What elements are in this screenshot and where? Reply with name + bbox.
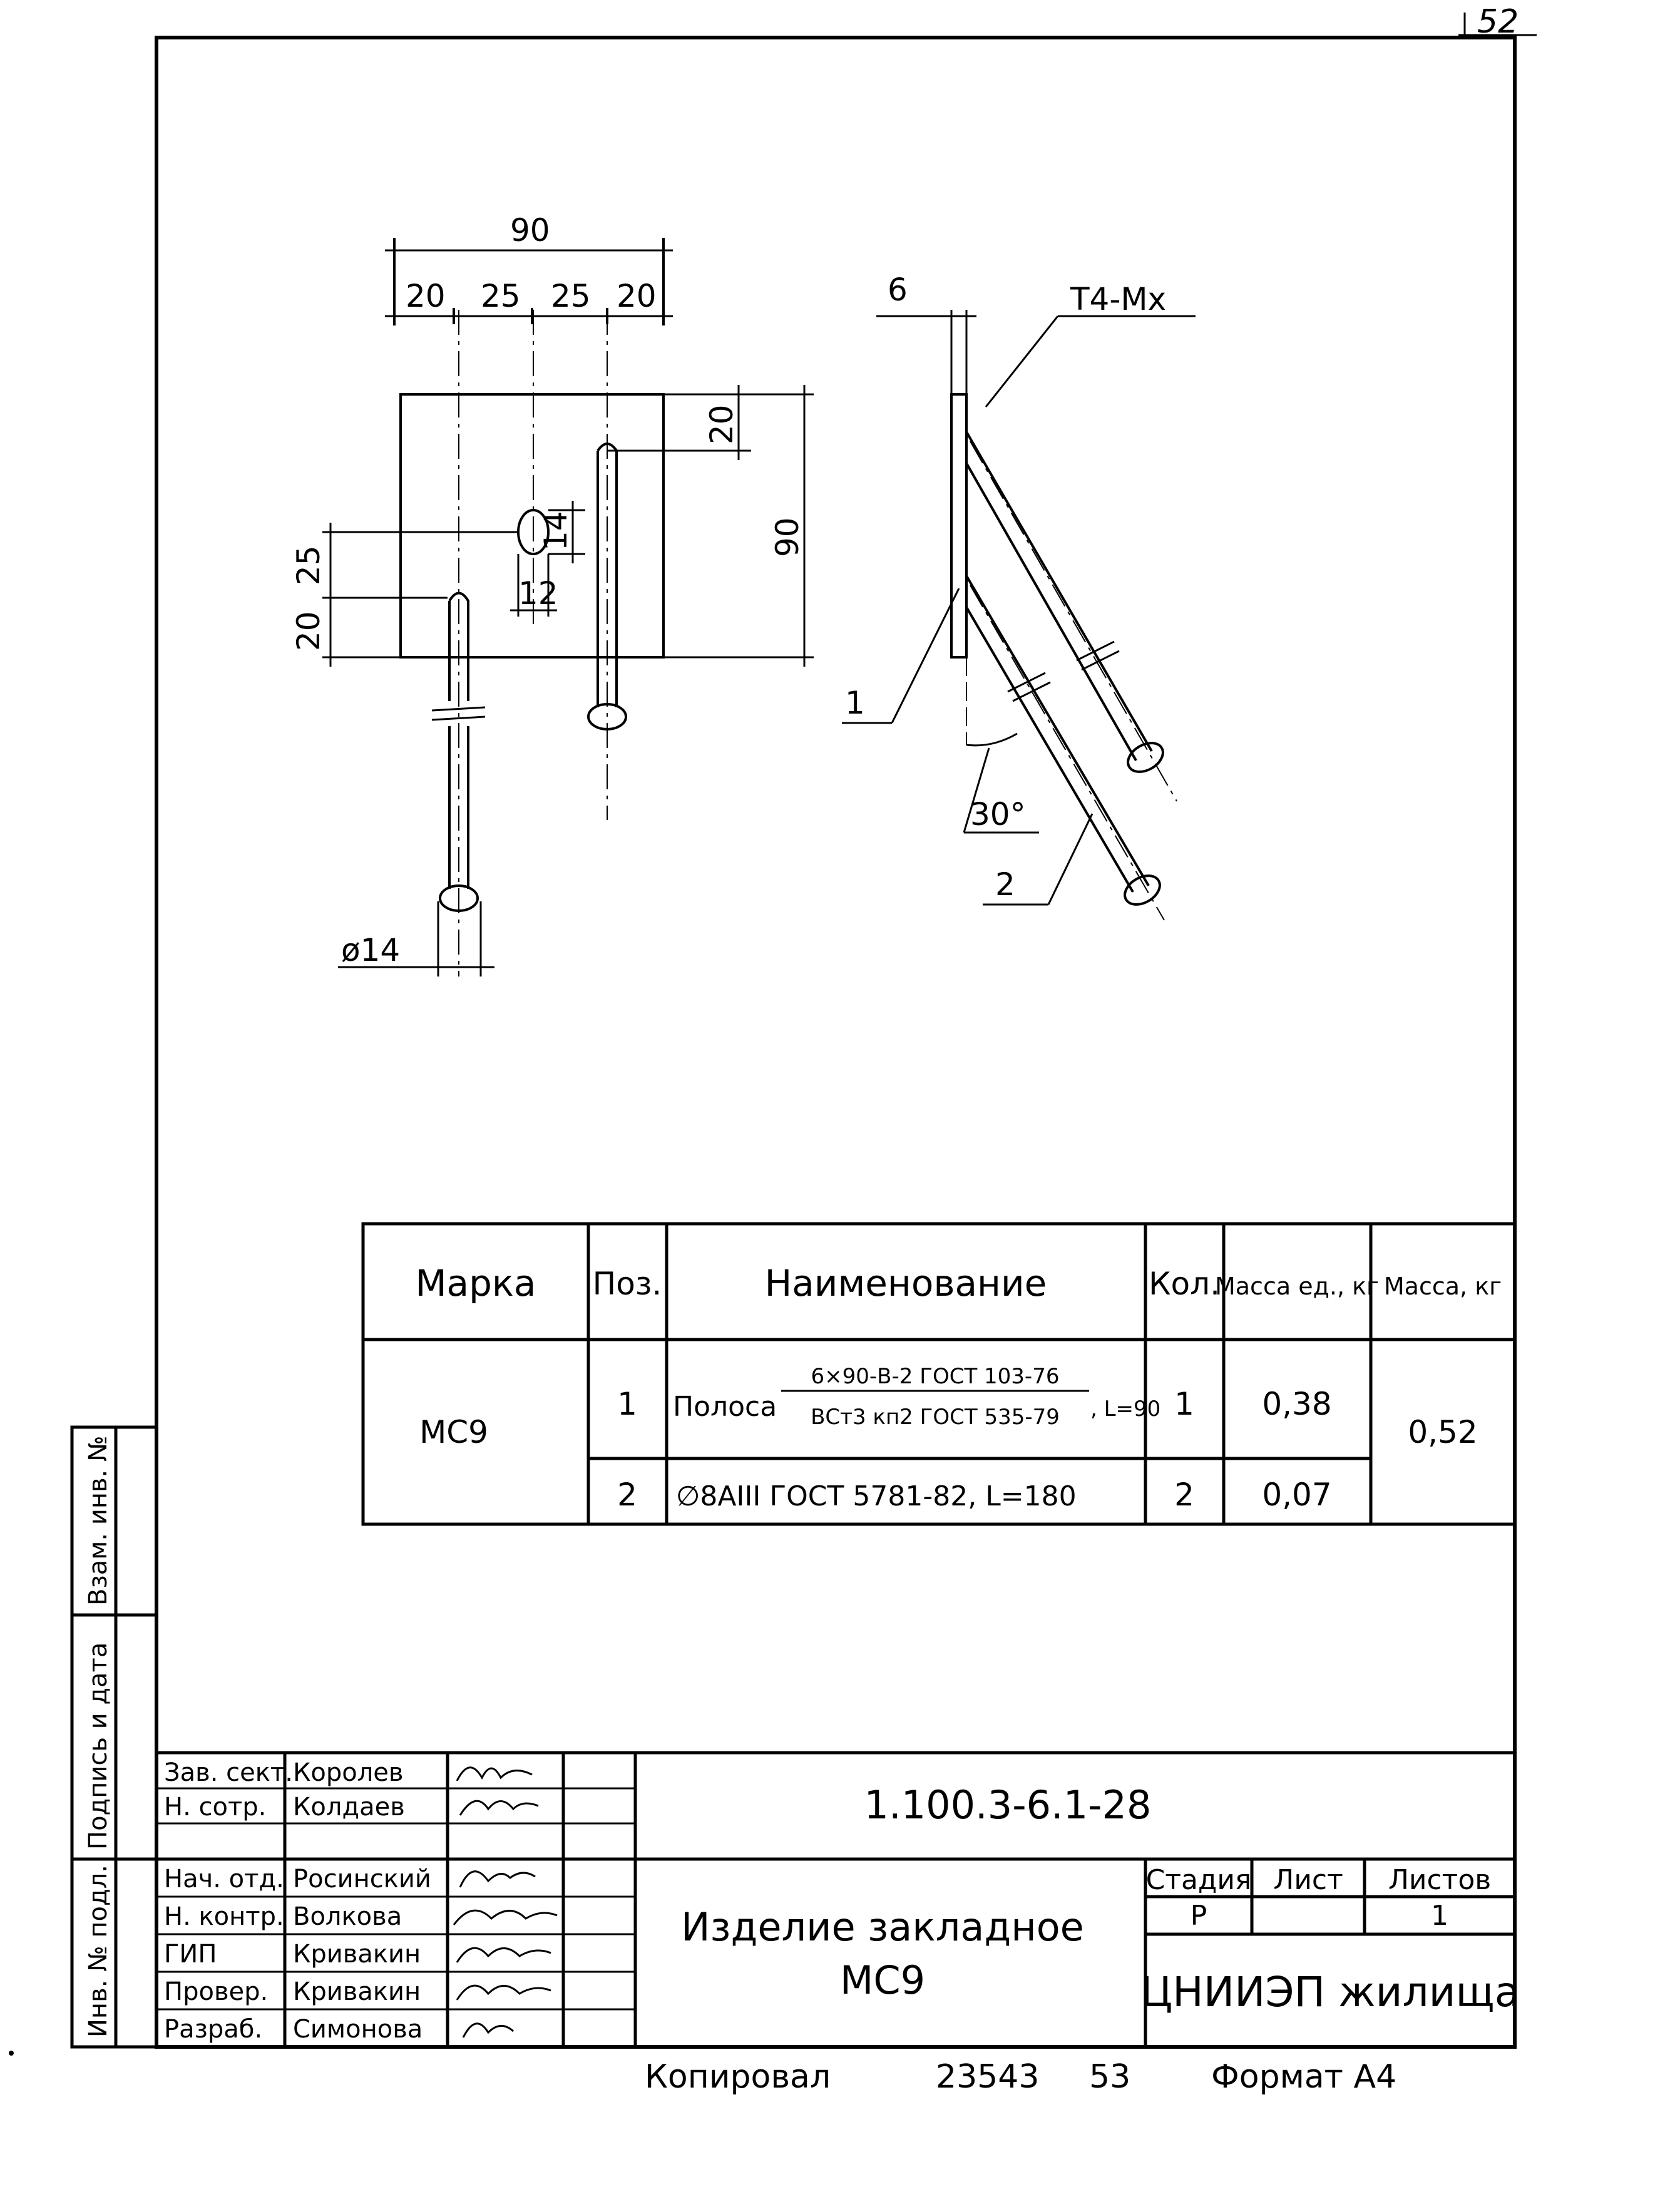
anchor-bar-right: [587, 443, 627, 730]
footer-copied: Копировал: [645, 2058, 831, 2096]
row2-unit-mass: 0,07: [1262, 1477, 1331, 1513]
row2-pos: 2: [617, 1477, 637, 1513]
cell-mark: МС9: [419, 1414, 488, 1450]
dim-plate-width: 90: [510, 212, 550, 249]
title-line1: Изделие закладное: [681, 1904, 1084, 1950]
tb-role-3: Нач. отд.: [164, 1865, 284, 1894]
tb-role-1: Н. сотр.: [164, 1793, 266, 1822]
sheets-value: 1: [1431, 1900, 1448, 1932]
header-unit-mass: Масса ед., кг: [1215, 1273, 1379, 1300]
header-total-mass: Масса, кг: [1384, 1273, 1502, 1300]
header-qty: Кол.: [1149, 1266, 1220, 1302]
row1-pos: 1: [617, 1386, 637, 1422]
organization: ЦНИИЭП жилища: [1140, 1968, 1520, 2016]
row2-qty: 2: [1174, 1477, 1194, 1513]
tb-role-6: Провер.: [164, 1977, 268, 2006]
dim-seg-1: 20: [406, 278, 446, 314]
pos-1-label: 1: [845, 685, 865, 721]
tb-name-6: Кривакин: [293, 1977, 421, 2006]
front-view: [322, 238, 814, 976]
plate-section: [950, 393, 968, 659]
drawing-frame: [155, 36, 1517, 2049]
row1-unit-mass: 0,38: [1262, 1386, 1331, 1422]
anchor-bar-left: [431, 592, 486, 912]
dim-hole-vert: 14: [538, 511, 574, 551]
dim-seg-4: 20: [617, 278, 657, 314]
footer-num2: 53: [1089, 2058, 1130, 2096]
stage-label: Стадия: [1146, 1864, 1252, 1896]
tb-name-5: Кривакин: [293, 1940, 421, 1969]
dim-top-offset: 20: [704, 404, 740, 444]
row1-qty: 1: [1174, 1386, 1194, 1422]
weld-label: Т4-Мх: [1070, 281, 1166, 317]
sheet-label: Лист: [1273, 1864, 1343, 1896]
stray-dot: [9, 2051, 14, 2056]
dim-plate-height: 90: [769, 517, 806, 557]
title-line2: МС9: [840, 1957, 925, 2003]
row1-name-bottom: ВСт3 кп2 ГОСТ 535-79: [811, 1405, 1060, 1430]
tb-name-4: Волкова: [293, 1902, 402, 1931]
tb-role-5: ГИП: [164, 1940, 217, 1969]
header-name: Наименование: [765, 1262, 1047, 1304]
designation: 1.100.3-6.1-28: [864, 1782, 1152, 1828]
tb-role-7: Разраб.: [164, 2015, 262, 2044]
row1-name-suffix: , L=90: [1090, 1397, 1160, 1422]
footer-num1: 23543: [936, 2058, 1039, 2096]
spec-table: [361, 1222, 1517, 1526]
side-view: [842, 310, 1196, 921]
dim-thickness: 6: [888, 272, 908, 308]
side-stamp: [70, 1425, 158, 2049]
cell-total-mass: 0,52: [1408, 1414, 1477, 1450]
dim-seg-2: 25: [481, 278, 521, 314]
dim-left-20: 20: [290, 611, 327, 651]
row2-name: ∅8АIII ГОСТ 5781-82, L=180: [676, 1480, 1077, 1512]
tb-name-7: Симонова: [293, 2015, 423, 2044]
footer-format: Формат А4: [1211, 2058, 1396, 2096]
dim-diameter: ø14: [341, 932, 400, 968]
header-mark: Марка: [416, 1262, 536, 1304]
pos-2-label: 2: [995, 866, 1015, 903]
tb-role-4: Н. контр.: [164, 1902, 284, 1931]
tb-name-0: Королев: [293, 1758, 403, 1787]
side-stamp-repl: Взам. инв. №: [84, 1435, 113, 1606]
tb-name-3: Росинский: [293, 1865, 431, 1894]
dim-hole-width: 12: [518, 575, 558, 612]
dim-seg-3: 25: [551, 278, 591, 314]
plate-outline: [399, 393, 665, 659]
sheets-label: Листов: [1388, 1864, 1491, 1896]
row1-name-prefix: Полоса: [673, 1391, 777, 1423]
tb-name-1: Колдаев: [293, 1793, 405, 1822]
row1-name-top: 6×90-В-2 ГОСТ 103-76: [811, 1364, 1060, 1389]
title-block: [156, 1751, 1515, 2047]
side-stamp-sign: Подпись и дата: [84, 1643, 113, 1850]
tb-role-0: Зав. сект.: [164, 1758, 293, 1787]
side-stamp-inv: Инв. № подл.: [84, 1865, 113, 2037]
stage-value: Р: [1191, 1900, 1207, 1932]
angle-label: 30°: [970, 796, 1026, 833]
dim-left-25: 25: [290, 545, 327, 585]
signatures: [453, 1766, 558, 2038]
header-pos: Поз.: [593, 1266, 662, 1302]
